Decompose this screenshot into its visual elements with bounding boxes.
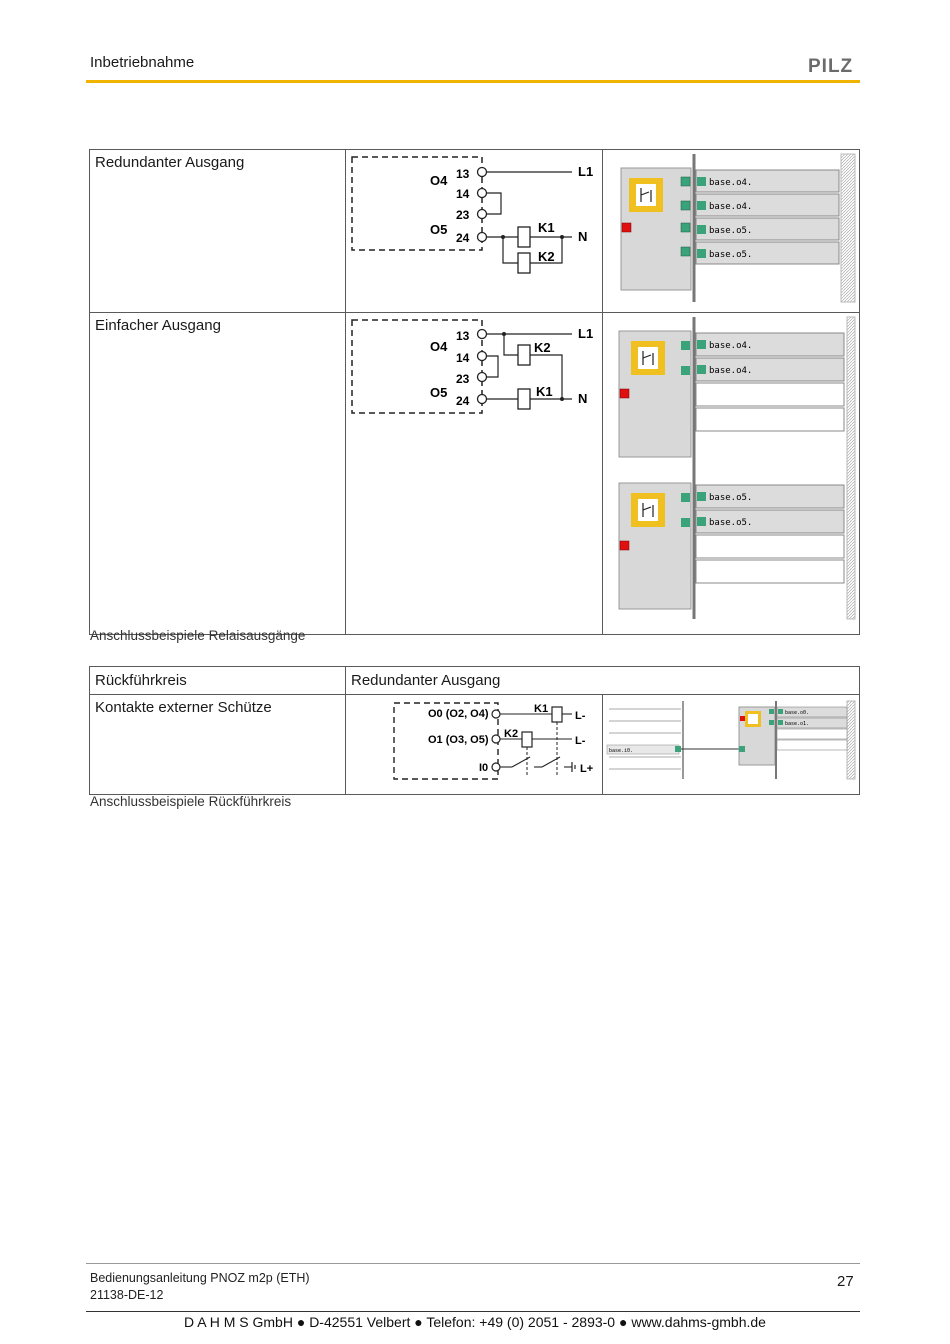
config-cell-feedback: base.i0. base.o0. base.o1.: [602, 694, 860, 795]
label-lminus-1: L-: [575, 710, 586, 722]
relay-output-table: Redundanter Ausgang O4 O5 13 14 23 24: [89, 149, 860, 635]
caption-relay-outputs: Anschlussbeispiele Relaisausgänge: [90, 628, 306, 643]
terminal-13: 13: [456, 167, 470, 181]
config-cell-simple: base.o4. base.o4. base.o5. base.o5.: [602, 312, 860, 635]
config-item-a1: base.o4.: [709, 341, 752, 351]
label-o0: O0 (O2, O4): [428, 708, 489, 720]
header-feedback-loop: Rückführkreis: [95, 672, 187, 689]
label-k1: K1: [538, 220, 555, 235]
config-item-a2: base.o4.: [709, 366, 752, 376]
terminal-23: 23: [456, 208, 470, 222]
label-k1: K1: [536, 384, 553, 399]
config-view-simple: base.o4. base.o4. base.o5. base.o5.: [618, 316, 856, 620]
footer-doc-number: 21138-DE-12: [90, 1288, 164, 1302]
label-o4: O4: [430, 173, 448, 188]
terminal-14: 14: [456, 187, 470, 201]
config-item-b2: base.o5.: [709, 518, 752, 528]
page-number: 27: [837, 1273, 854, 1290]
label-o5: O5: [430, 222, 447, 237]
label-o5: O5: [430, 385, 447, 400]
label-lplus: L+: [580, 763, 593, 775]
pilz-logo: PILZ: [808, 56, 854, 77]
config-item-3: base.o5.: [709, 226, 752, 236]
label-k2: K2: [534, 340, 551, 355]
label-i0: I0: [479, 762, 488, 774]
footer-doc-title: Bedienungsanleitung PNOZ m2p (ETH): [90, 1271, 310, 1285]
circuit-cell-simple: O4 O5 13 14 23 24 K2: [345, 312, 603, 635]
label-o1: O1 (O3, O5): [428, 734, 489, 746]
label-k1: K1: [534, 703, 548, 715]
label-o4: O4: [430, 339, 448, 354]
terminal-24: 24: [456, 231, 470, 245]
terminal-14: 14: [456, 351, 470, 365]
label-l1: L1: [578, 326, 593, 341]
config-view-feedback: base.i0. base.o0. base.o1.: [606, 700, 856, 780]
config-item-b1: base.o5.: [709, 493, 752, 503]
caption-feedback-loop: Anschlussbeispiele Rückführkreis: [90, 794, 292, 809]
config-cell-redundant: base.o4. base.o4. base.o5. base.o5.: [602, 149, 860, 313]
label-n: N: [578, 229, 587, 244]
footer-company: D A H M S GmbH ● D-42551 Velbert ● Telef…: [184, 1314, 766, 1330]
config-item-4: base.o5.: [709, 250, 752, 260]
label-lminus-2: L-: [575, 735, 586, 747]
config-item-2: base.o4.: [709, 202, 752, 212]
terminal-23: 23: [456, 372, 470, 386]
config-item-o1: base.o1.: [785, 721, 809, 727]
page-header-title: Inbetriebnahme: [90, 54, 195, 71]
circuit-diagram-redundant: O4 O5 13 14 23 24 K1 K2: [351, 156, 593, 274]
terminal-13: 13: [456, 329, 470, 343]
label-k2: K2: [504, 728, 518, 740]
label-k2: K2: [538, 249, 555, 264]
feedback-loop-table: Rückführkreis Redundanter Ausgang Kontak…: [89, 666, 860, 795]
label-l1: L1: [578, 164, 593, 179]
config-item-o0: base.o0.: [785, 710, 809, 716]
header-redundant-output: Redundanter Ausgang: [351, 672, 501, 689]
footer-company-divider: [86, 1311, 860, 1312]
circuit-cell-feedback: O0 (O2, O4) O1 (O3, O5) I0: [345, 694, 603, 795]
row-label-simple: Einfacher Ausgang: [95, 317, 221, 334]
terminal-24: 24: [456, 394, 470, 408]
circuit-diagram-feedback: O0 (O2, O4) O1 (O3, O5) I0: [393, 702, 593, 780]
header-accent-line: [86, 80, 860, 83]
config-left-item: base.i0.: [609, 748, 633, 754]
footer-divider: [86, 1263, 860, 1264]
footer-doc-info: Bedienungsanleitung PNOZ m2p (ETH) 21138…: [90, 1270, 310, 1304]
row-label-redundant: Redundanter Ausgang: [95, 154, 245, 171]
circuit-diagram-simple: O4 O5 13 14 23 24 K2: [351, 319, 593, 414]
config-view-redundant: base.o4. base.o4. base.o5. base.o5.: [620, 153, 856, 303]
circuit-cell-redundant: O4 O5 13 14 23 24 K1 K2: [345, 149, 603, 313]
label-n: N: [578, 391, 587, 406]
row-label-external-contacts: Kontakte externer Schütze: [95, 699, 272, 716]
config-item-1: base.o4.: [709, 178, 752, 188]
